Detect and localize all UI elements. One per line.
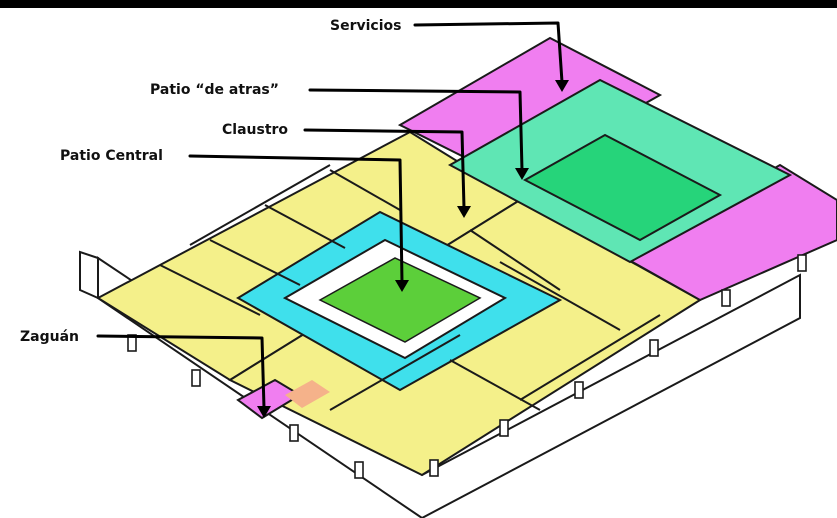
arrow-down-icon	[555, 80, 569, 92]
label-claustro: Claustro	[222, 122, 288, 138]
top-letterbox	[0, 0, 837, 8]
room-dividers	[159, 164, 661, 411]
arrow-down-icon	[457, 206, 471, 218]
house-left-edge	[79, 250, 99, 300]
arrow-down-icon	[515, 168, 529, 180]
leader-patio-atras	[308, 88, 524, 172]
label-servicios: Servicios	[330, 18, 401, 34]
leader-claustro	[303, 128, 466, 210]
wall-windows	[127, 254, 807, 479]
label-patio-central: Patio Central	[60, 148, 163, 164]
leader-servicios	[413, 21, 564, 84]
arrow-down-icon	[395, 280, 409, 292]
leader-zaguan	[96, 334, 266, 410]
label-patio-atras: Patio “de atras”	[150, 82, 279, 98]
patio-central-garden	[318, 257, 482, 343]
label-zaguan: Zaguán	[20, 329, 79, 345]
leader-patio-central	[188, 154, 404, 284]
arrow-down-icon	[257, 406, 271, 418]
back-patio-garden	[522, 133, 723, 242]
zaguan-accent	[285, 380, 330, 408]
